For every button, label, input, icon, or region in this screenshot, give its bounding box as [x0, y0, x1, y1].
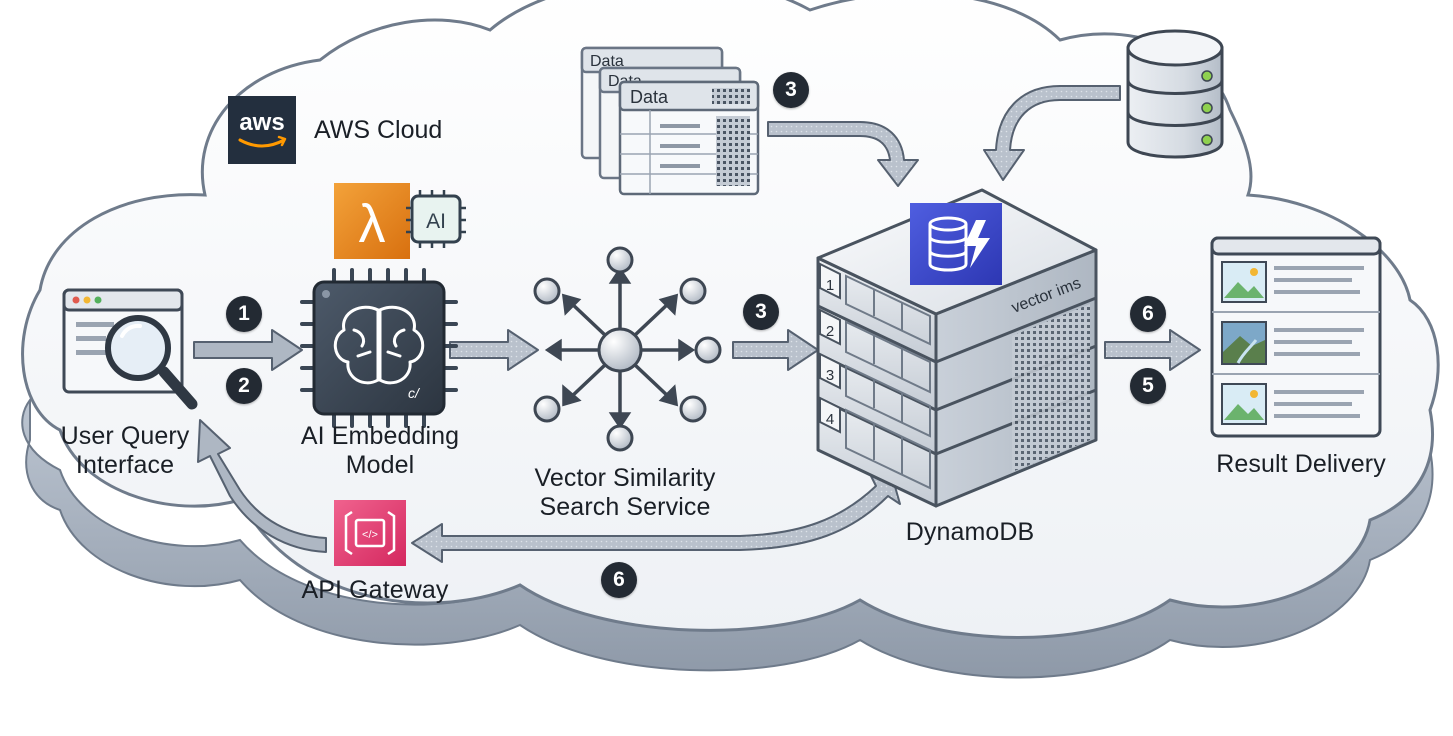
flow-arrows: [193, 85, 1201, 563]
dynamodb-icon: [910, 203, 1002, 285]
arrow-storage-to-dynamodb: [983, 85, 1121, 181]
ai-chip-icon: AI: [406, 190, 466, 248]
step-badge: 2: [226, 368, 262, 404]
data-documents: Data Data Data: [580, 46, 760, 196]
result-delivery-label: Result Delivery: [1216, 450, 1386, 478]
svg-text:2: 2: [826, 323, 834, 340]
svg-text:Data: Data: [590, 53, 624, 70]
api-gateway-label: API Gateway: [301, 576, 449, 604]
svg-text:4: 4: [826, 411, 834, 428]
lambda-icon: λ: [334, 183, 410, 259]
vector-similarity-network-icon: [533, 246, 722, 452]
step-badge: 6: [601, 562, 637, 598]
result-delivery-window-icon: [1210, 236, 1382, 438]
step-badge: 3: [743, 294, 779, 330]
user-query-interface-icon: [62, 288, 198, 410]
result-item-1: [1221, 261, 1364, 303]
result-item-3: [1221, 383, 1364, 425]
svg-text:AI: AI: [426, 210, 446, 233]
aws-logo: aws: [228, 96, 296, 164]
svg-text:</>: </>: [362, 529, 378, 541]
arrow-dynamodb-to-api: [411, 469, 901, 563]
svg-text:3: 3: [826, 367, 834, 384]
svg-text:aws: aws: [239, 109, 284, 136]
svg-text:λ: λ: [359, 194, 386, 254]
dynamodb-label: DynamoDB: [905, 518, 1035, 546]
svg-text:1: 1: [826, 277, 834, 294]
result-item-2: [1221, 321, 1364, 365]
svg-text:c/: c/: [408, 385, 421, 401]
ai-embedding-chip-icon: c/: [300, 268, 458, 428]
arrow-dynamodb-to-result: [1104, 329, 1201, 371]
arrow-vector-to-dynamodb: [732, 329, 819, 371]
cloud-title: AWS Cloud: [314, 116, 442, 144]
step-badge: 1: [226, 296, 262, 332]
api-gateway-icon: </>: [334, 500, 406, 566]
ai-embedding-model-label: AI Embedding Model: [300, 422, 460, 479]
svg-text:Data: Data: [630, 87, 669, 107]
arrow-api-to-user: [197, 419, 327, 553]
vector-similarity-search-label: Vector Similarity Search Service: [534, 464, 716, 521]
aws-cloud-shape: [21, 0, 1440, 679]
step-badge: 5: [1130, 368, 1166, 404]
step-badge: 6: [1130, 296, 1166, 332]
database-storage-icon: [1126, 29, 1224, 159]
user-query-interface-label: User Query Interface: [60, 422, 190, 479]
arrow-user-to-embedding: [193, 329, 303, 371]
arrow-embedding-to-vector: [449, 329, 539, 371]
arrow-data-to-dynamodb: [767, 121, 919, 187]
step-badge: 3: [773, 72, 809, 108]
